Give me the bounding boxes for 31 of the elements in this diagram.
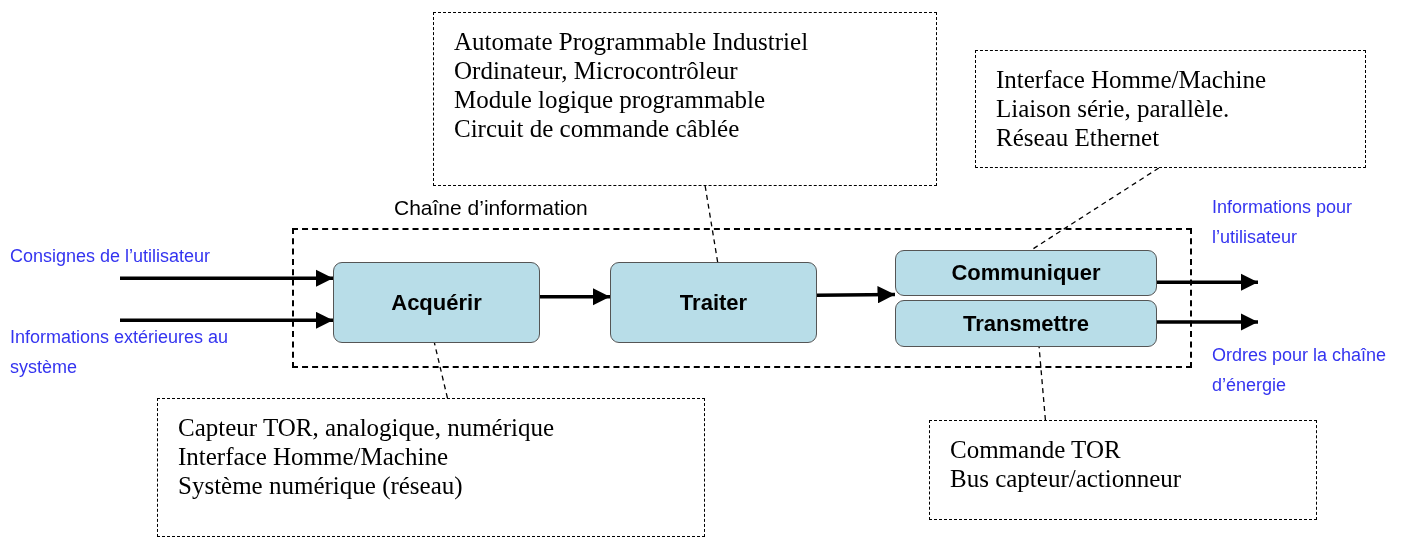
dashed-note-box [929,420,1317,520]
function-box: Transmettre [895,300,1157,347]
dashed-note-box [157,398,705,537]
note-line: Système numérique (réseau) [178,471,464,500]
arrow [120,269,333,287]
leader-line [1038,346,1047,421]
note-line: Ordinateur, Microcontrôleur [454,56,739,85]
arrow [120,311,333,330]
note-line: Réseau Ethernet [996,123,1161,152]
note-line: Bus capteur/actionneur [950,464,1183,493]
function-box: Acquérir [333,262,540,343]
note-line: Circuit de commande câblée [454,114,741,143]
note-line: Module logique programmable [454,85,767,114]
dashed-note-box [433,12,937,186]
arrow [1157,313,1258,331]
note-line: Capteur TOR, analogique, numérique [178,413,556,442]
note-line: Automate Programmable Industriel [454,27,810,56]
note-line: Liaison série, parallèle. [996,94,1231,123]
function-box: Traiter [610,262,817,343]
group-title: Chaîne d’information [394,196,588,220]
arrow [1157,273,1258,291]
leader-line [704,185,719,263]
leader-line [1030,167,1160,251]
note-line: Interface Homme/Machine [996,65,1267,94]
function-box: Communiquer [895,250,1157,296]
note-line: Interface Homme/Machine [178,442,449,471]
arrow [540,288,610,306]
dashed-note-box [975,50,1366,168]
arrow [817,286,895,304]
leader-line [433,342,449,399]
note-line: Commande TOR [950,435,1122,464]
